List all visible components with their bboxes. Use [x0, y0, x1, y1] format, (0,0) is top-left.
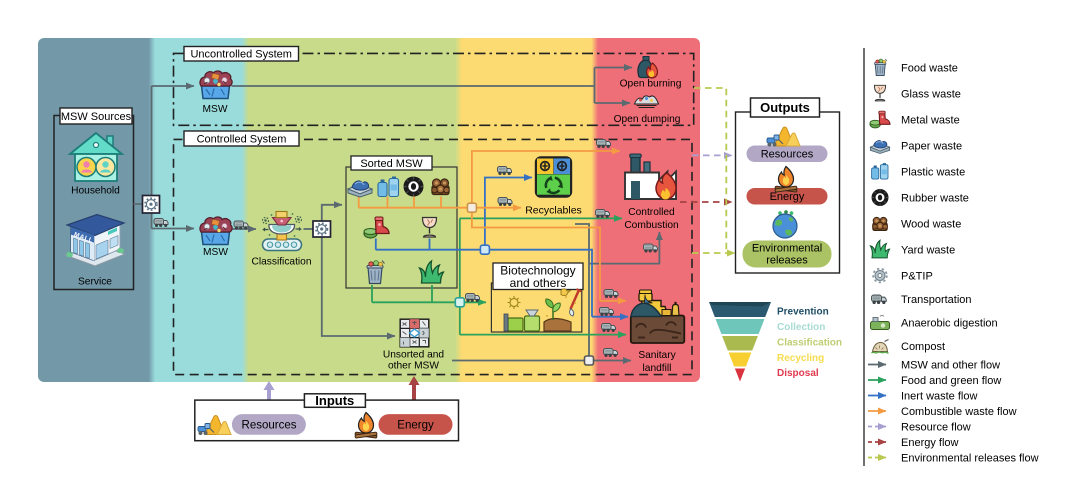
svg-text:Open burning: Open burning [620, 78, 682, 89]
svg-text:Controlled System: Controlled System [197, 134, 287, 146]
svg-text:MSW: MSW [203, 104, 228, 115]
svg-text:Yard waste: Yard waste [901, 245, 955, 257]
svg-text:Recyclables: Recyclables [525, 205, 582, 217]
svg-text:Uncontrolled System: Uncontrolled System [190, 49, 292, 61]
svg-text:Energy: Energy [397, 419, 434, 431]
svg-text:Anaerobic digestion: Anaerobic digestion [901, 318, 998, 330]
svg-text:Environmental: Environmental [752, 243, 822, 255]
svg-text:Energy flow: Energy flow [901, 437, 959, 449]
svg-text:Household: Household [71, 185, 120, 196]
svg-text:MSW Sources: MSW Sources [61, 111, 132, 123]
svg-text:Sanitary: Sanitary [638, 350, 676, 361]
svg-text:Recycling: Recycling [777, 353, 824, 364]
svg-text:Transportation: Transportation [901, 294, 972, 306]
svg-text:Plastic waste: Plastic waste [901, 167, 965, 179]
svg-text:Combustion: Combustion [624, 220, 678, 231]
svg-text:Energy: Energy [770, 191, 805, 203]
svg-text:Resources: Resources [242, 419, 297, 431]
svg-text:MSW: MSW [203, 247, 228, 258]
svg-text:Inputs: Inputs [315, 393, 354, 408]
svg-text:Paper waste: Paper waste [901, 141, 962, 153]
svg-text:Food waste: Food waste [901, 63, 958, 75]
svg-text:P&TIP: P&TIP [901, 271, 933, 283]
svg-text:landfill: landfill [643, 363, 672, 374]
svg-text:Metal waste: Metal waste [901, 115, 960, 127]
svg-text:Compost: Compost [901, 341, 945, 353]
svg-text:Controlled: Controlled [628, 207, 675, 218]
svg-text:Outputs: Outputs [760, 100, 810, 115]
svg-text:other MSW: other MSW [388, 361, 439, 372]
svg-text:Sorted MSW: Sorted MSW [360, 158, 423, 170]
svg-text:Open dumping: Open dumping [614, 114, 681, 125]
svg-text:Rubber waste: Rubber waste [901, 193, 969, 205]
svg-text:Combustible waste flow: Combustible waste flow [901, 406, 1017, 418]
svg-text:releases: releases [766, 255, 808, 267]
svg-text:Service: Service [78, 277, 112, 288]
svg-text:Classification: Classification [251, 257, 311, 268]
svg-text:Prevention: Prevention [777, 307, 829, 318]
svg-text:and others: and others [510, 276, 567, 290]
svg-text:Resources: Resources [761, 149, 814, 161]
svg-text:MSW and other flow: MSW and other flow [901, 360, 1000, 372]
svg-text:Food and green flow: Food and green flow [901, 375, 1001, 387]
svg-text:Classification: Classification [777, 338, 842, 349]
svg-text:Inert waste flow: Inert waste flow [901, 391, 977, 403]
svg-text:Collection: Collection [777, 322, 825, 333]
svg-text:Unsorted and: Unsorted and [383, 350, 444, 361]
svg-text:Resource flow: Resource flow [901, 422, 971, 434]
svg-text:Wood waste: Wood waste [901, 219, 961, 231]
svg-text:Biotechnology: Biotechnology [500, 264, 575, 278]
svg-text:Glass waste: Glass waste [901, 89, 961, 101]
svg-text:Environmental releases flow: Environmental releases flow [901, 453, 1039, 465]
svg-text:Disposal: Disposal [777, 368, 819, 379]
